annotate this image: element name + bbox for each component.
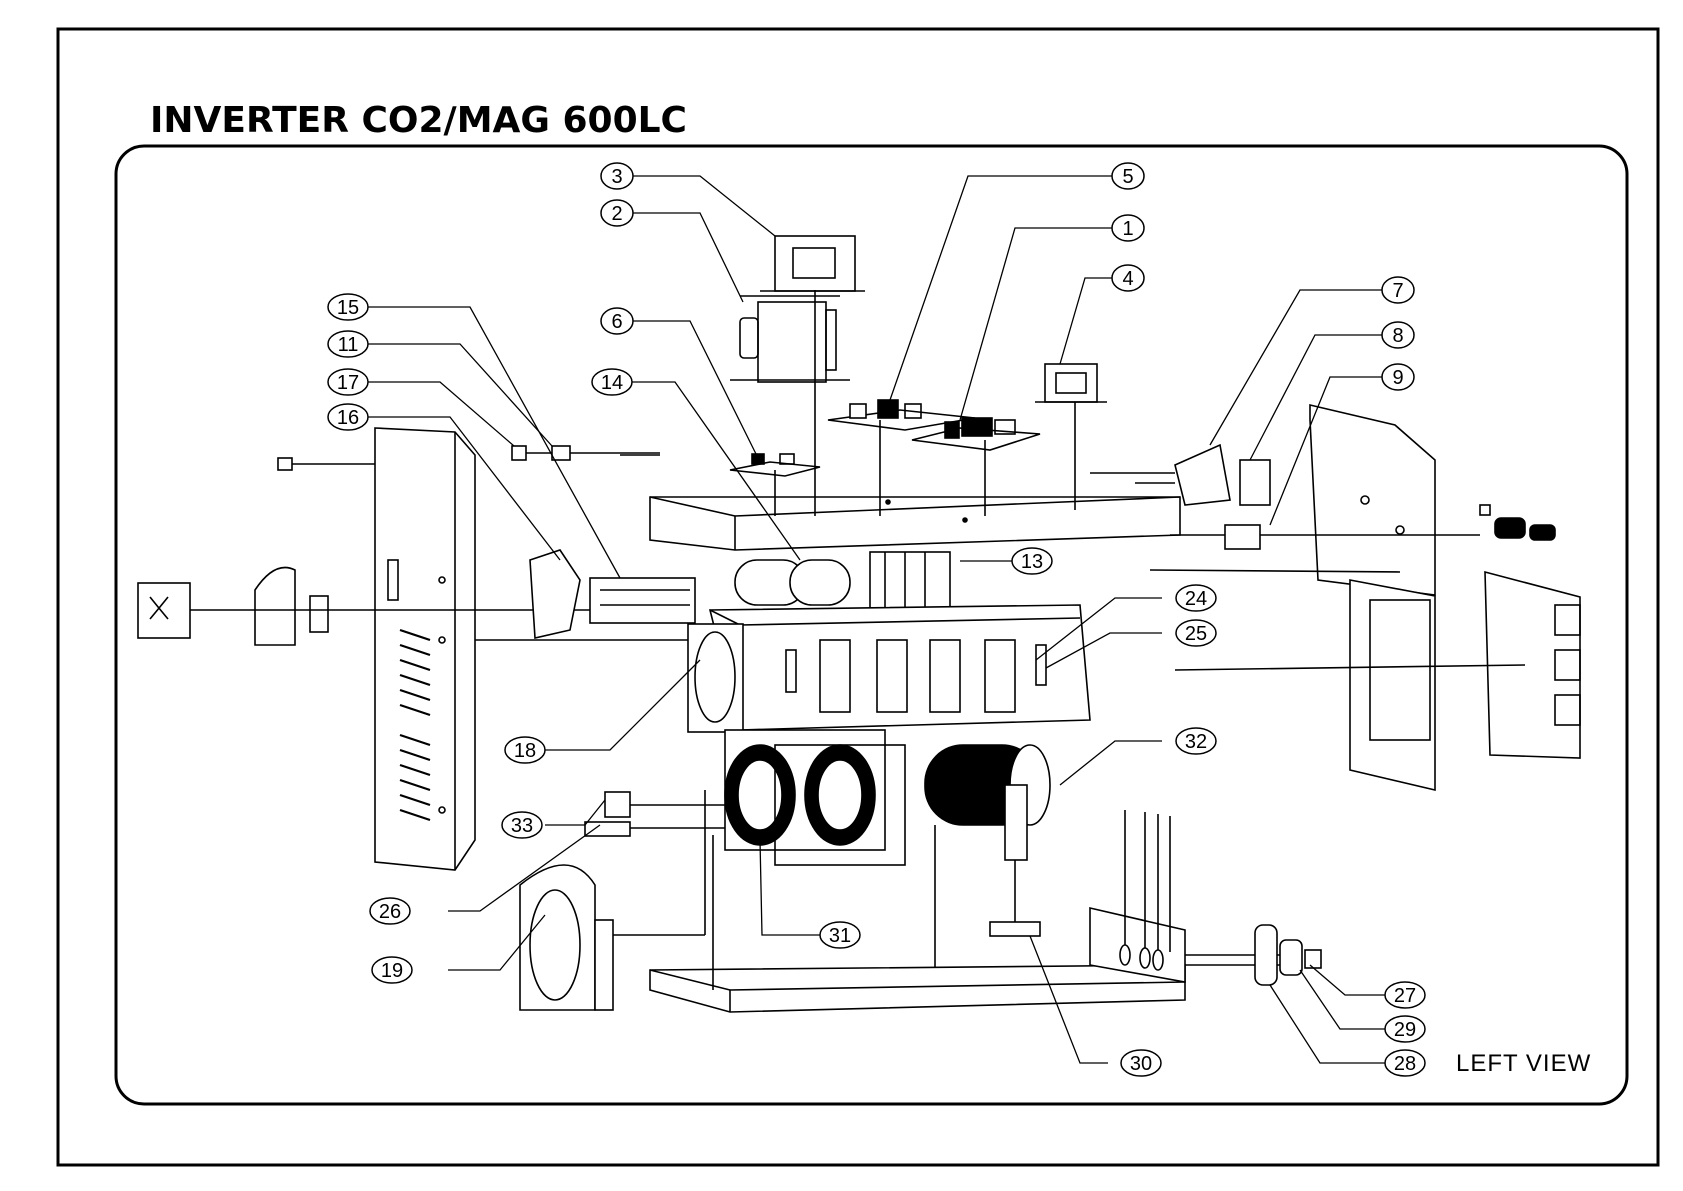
svg-text:15: 15 (337, 297, 359, 319)
svg-text:24: 24 (1185, 588, 1207, 610)
callout-7: 7 (1382, 277, 1414, 303)
solenoid-valve (585, 792, 725, 836)
svg-text:18: 18 (514, 740, 536, 762)
callout-24: 24 (1176, 585, 1216, 611)
callout-2: 2 (601, 200, 633, 226)
callout-8: 8 (1382, 322, 1414, 348)
view-label: LEFT VIEW (1456, 1050, 1591, 1077)
callout-27: 27 (1385, 982, 1425, 1008)
callout-26: 26 (370, 898, 410, 924)
callout-1: 1 (1112, 215, 1144, 241)
callout-13: 13 (1012, 548, 1052, 574)
callout-25: 25 (1176, 620, 1216, 646)
svg-text:25: 25 (1185, 623, 1207, 645)
callout-5: 5 (1112, 163, 1144, 189)
svg-text:26: 26 (379, 901, 401, 923)
callout-33: 33 (502, 812, 542, 838)
callout-4: 4 (1112, 265, 1144, 291)
svg-text:2: 2 (611, 203, 622, 225)
svg-text:28: 28 (1394, 1053, 1416, 1075)
svg-text:3: 3 (611, 166, 622, 188)
svg-text:13: 13 (1021, 551, 1043, 573)
callout-19: 19 (372, 957, 412, 983)
svg-text:16: 16 (337, 407, 359, 429)
svg-text:33: 33 (511, 815, 533, 837)
svg-text:27: 27 (1394, 985, 1416, 1007)
part-3-transformer-cover (760, 236, 865, 291)
svg-text:7: 7 (1392, 280, 1403, 302)
svg-text:29: 29 (1394, 1019, 1416, 1041)
capacitors (735, 552, 950, 612)
chokes (725, 730, 1050, 990)
callout-28: 28 (1385, 1050, 1425, 1076)
svg-text:31: 31 (829, 925, 851, 947)
main-module-block (688, 605, 1090, 732)
svg-text:8: 8 (1392, 325, 1403, 347)
callout-32: 32 (1176, 728, 1216, 754)
callout-30: 30 (1121, 1050, 1161, 1076)
svg-text:19: 19 (381, 960, 403, 982)
callout-3: 3 (601, 163, 633, 189)
svg-text:6: 6 (611, 311, 622, 333)
callout-6: 6 (601, 308, 633, 334)
svg-text:30: 30 (1130, 1053, 1152, 1075)
callout-15: 15 (328, 294, 368, 320)
part-4-display (1035, 364, 1107, 402)
svg-text:32: 32 (1185, 731, 1207, 753)
callout-29: 29 (1385, 1016, 1425, 1042)
page-title: INVERTER CO2/MAG 600LC (150, 100, 687, 141)
svg-text:5: 5 (1122, 166, 1133, 188)
callout-9: 9 (1382, 364, 1414, 390)
svg-text:4: 4 (1122, 268, 1133, 290)
front-panel (375, 428, 475, 870)
svg-text:11: 11 (338, 334, 359, 356)
part-2-transformer (730, 296, 850, 382)
svg-text:17: 17 (337, 372, 359, 394)
rear-terminals (1480, 505, 1555, 540)
callout-14: 14 (592, 369, 632, 395)
svg-text:9: 9 (1392, 367, 1403, 389)
callout-17: 17 (328, 369, 368, 395)
callout-18: 18 (505, 737, 545, 763)
svg-text:1: 1 (1122, 218, 1133, 240)
svg-text:14: 14 (601, 372, 623, 394)
callout-31: 31 (820, 922, 860, 948)
callout-16: 16 (328, 404, 368, 430)
rear-connectors (1185, 925, 1321, 985)
callout-11: 11 (328, 331, 368, 357)
